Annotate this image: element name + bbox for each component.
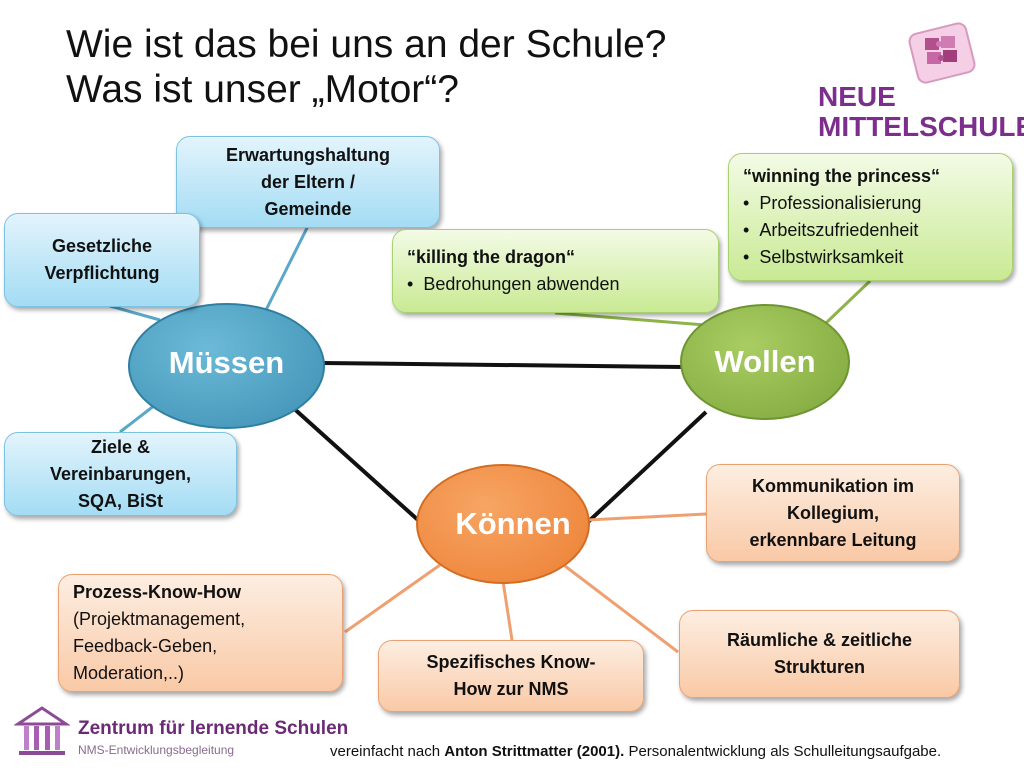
- school-building-icon: [14, 706, 70, 755]
- page-title: Wie ist das bei uns an der Schule? Was i…: [66, 22, 667, 112]
- box-princess-item-2: Arbeitszufriedenheit: [759, 220, 919, 240]
- box-erwartungshaltung-line-2: der Eltern /: [260, 171, 356, 192]
- box-erwartungshaltung-line-1: Erwartungshaltung: [225, 144, 390, 165]
- hub-wollen-label: Wollen: [714, 344, 816, 379]
- puzzle-pieces-icon: [908, 22, 976, 84]
- box-ziele-line-3: SQA, BiSt: [77, 490, 163, 511]
- citation-prefix: vereinfacht nach: [330, 743, 445, 760]
- line-prozess: [344, 563, 441, 634]
- box-kommunikation-line-3: erkennbare Leitung: [749, 529, 917, 550]
- box-spezifisch-line-2: How zur NMS: [453, 679, 569, 699]
- logo-text: NEUE MITTELSCHULE: [818, 82, 1024, 142]
- title-line-2: Was ist unser „Motor“?: [66, 68, 459, 111]
- box-ziele: Ziele & Vereinbarungen, SQA, BiSt: [4, 432, 237, 516]
- hub-wollen: Wollen: [680, 304, 850, 420]
- box-dragon-heading: “killing the dragon“: [407, 247, 576, 267]
- box-prozess-know-how: Prozess-Know-How (Projektmanagement, Fee…: [58, 574, 343, 692]
- box-gesetzliche-verpflichtung: Gesetzliche Verpflichtung: [4, 213, 200, 307]
- box-dragon-item-text: Bedrohungen abwenden: [423, 274, 620, 294]
- box-prozess-heading: Prozess-Know-How: [73, 582, 242, 602]
- box-princess-item-3: Selbstwirksamkeit: [759, 247, 904, 267]
- line-muessen-koennen: [288, 403, 420, 522]
- citation-rest: Personalentwicklung als Schulleitungsauf…: [624, 743, 942, 760]
- box-erwartungshaltung-line-3: Gemeinde: [264, 198, 352, 219]
- citation-author: Anton Strittmatter (2001).: [444, 743, 625, 760]
- box-killing-the-dragon: “killing the dragon“ • Bedrohungen abwen…: [392, 229, 719, 313]
- box-erwartungshaltung: Erwartungshaltung der Eltern / Gemeinde: [176, 136, 440, 228]
- line-erwartung: [263, 225, 310, 313]
- line-muessen-wollen: [321, 361, 685, 369]
- box-princess-item: • Arbeitszufriedenheit: [743, 220, 919, 240]
- box-raeumlich-line-2: Strukturen: [773, 657, 865, 677]
- box-princess-item: • Selbstwirksamkeit: [743, 247, 904, 267]
- line-dragon: [554, 311, 706, 327]
- citation: vereinfacht nach Anton Strittmatter (200…: [330, 743, 941, 760]
- hub-muessen: Müssen: [128, 303, 325, 429]
- box-princess-item-1: Professionalisierung: [759, 193, 922, 213]
- box-kommunikation-line-1: Kommunikation im: [751, 475, 914, 496]
- box-kommunikation: Kommunikation im Kollegium, erkennbare L…: [706, 464, 960, 562]
- box-princess-heading: “winning the princess“: [743, 166, 941, 186]
- footer-subtitle: NMS-Entwicklungsbegleitung: [78, 743, 235, 757]
- box-gesetzliche-line-1: Gesetzliche: [51, 236, 153, 256]
- box-dragon-item: • Bedrohungen abwenden: [407, 274, 620, 294]
- box-prozess-line-1: (Projektmanagement,: [73, 609, 246, 629]
- logo-line-2: MITTELSCHULE: [818, 111, 1024, 142]
- box-spezifisch-line-1: Spezifisches Know-: [426, 652, 596, 672]
- line-princess: [824, 279, 872, 325]
- title-line-1: Wie ist das bei uns an der Schule?: [66, 23, 667, 66]
- box-ziele-line-1: Ziele &: [90, 436, 151, 457]
- box-raeumlich-line-1: Räumliche & zeitliche: [726, 630, 913, 650]
- box-prozess-line-3: Moderation,..): [73, 663, 185, 683]
- line-kommunikation: [587, 512, 707, 522]
- hub-muessen-label: Müssen: [168, 345, 285, 380]
- box-winning-the-princess: “winning the princess“ • Professionalisi…: [728, 153, 1013, 281]
- logo-line-1: NEUE: [818, 81, 896, 112]
- hub-koennen-label: Können: [455, 506, 571, 541]
- box-prozess-line-2: Feedback-Geben,: [73, 636, 218, 656]
- box-gesetzliche-line-2: Verpflichtung: [44, 263, 160, 283]
- box-ziele-line-2: Vereinbarungen,: [49, 463, 192, 484]
- line-raeumlich: [564, 564, 679, 654]
- line-ziele: [119, 403, 156, 434]
- line-gesetz: [109, 304, 161, 322]
- line-spezifisch: [501, 580, 514, 641]
- line-wollen-koennen: [586, 410, 708, 524]
- box-spezifisches-know-how: Spezifisches Know- How zur NMS: [378, 640, 644, 712]
- hub-koennen: Können: [416, 464, 590, 584]
- footer-title: Zentrum für lernende Schulen: [78, 718, 349, 739]
- box-kommunikation-line-2: Kollegium,: [786, 502, 879, 523]
- box-princess-item: • Professionalisierung: [743, 193, 922, 213]
- box-raeumliche-strukturen: Räumliche & zeitliche Strukturen: [679, 610, 960, 698]
